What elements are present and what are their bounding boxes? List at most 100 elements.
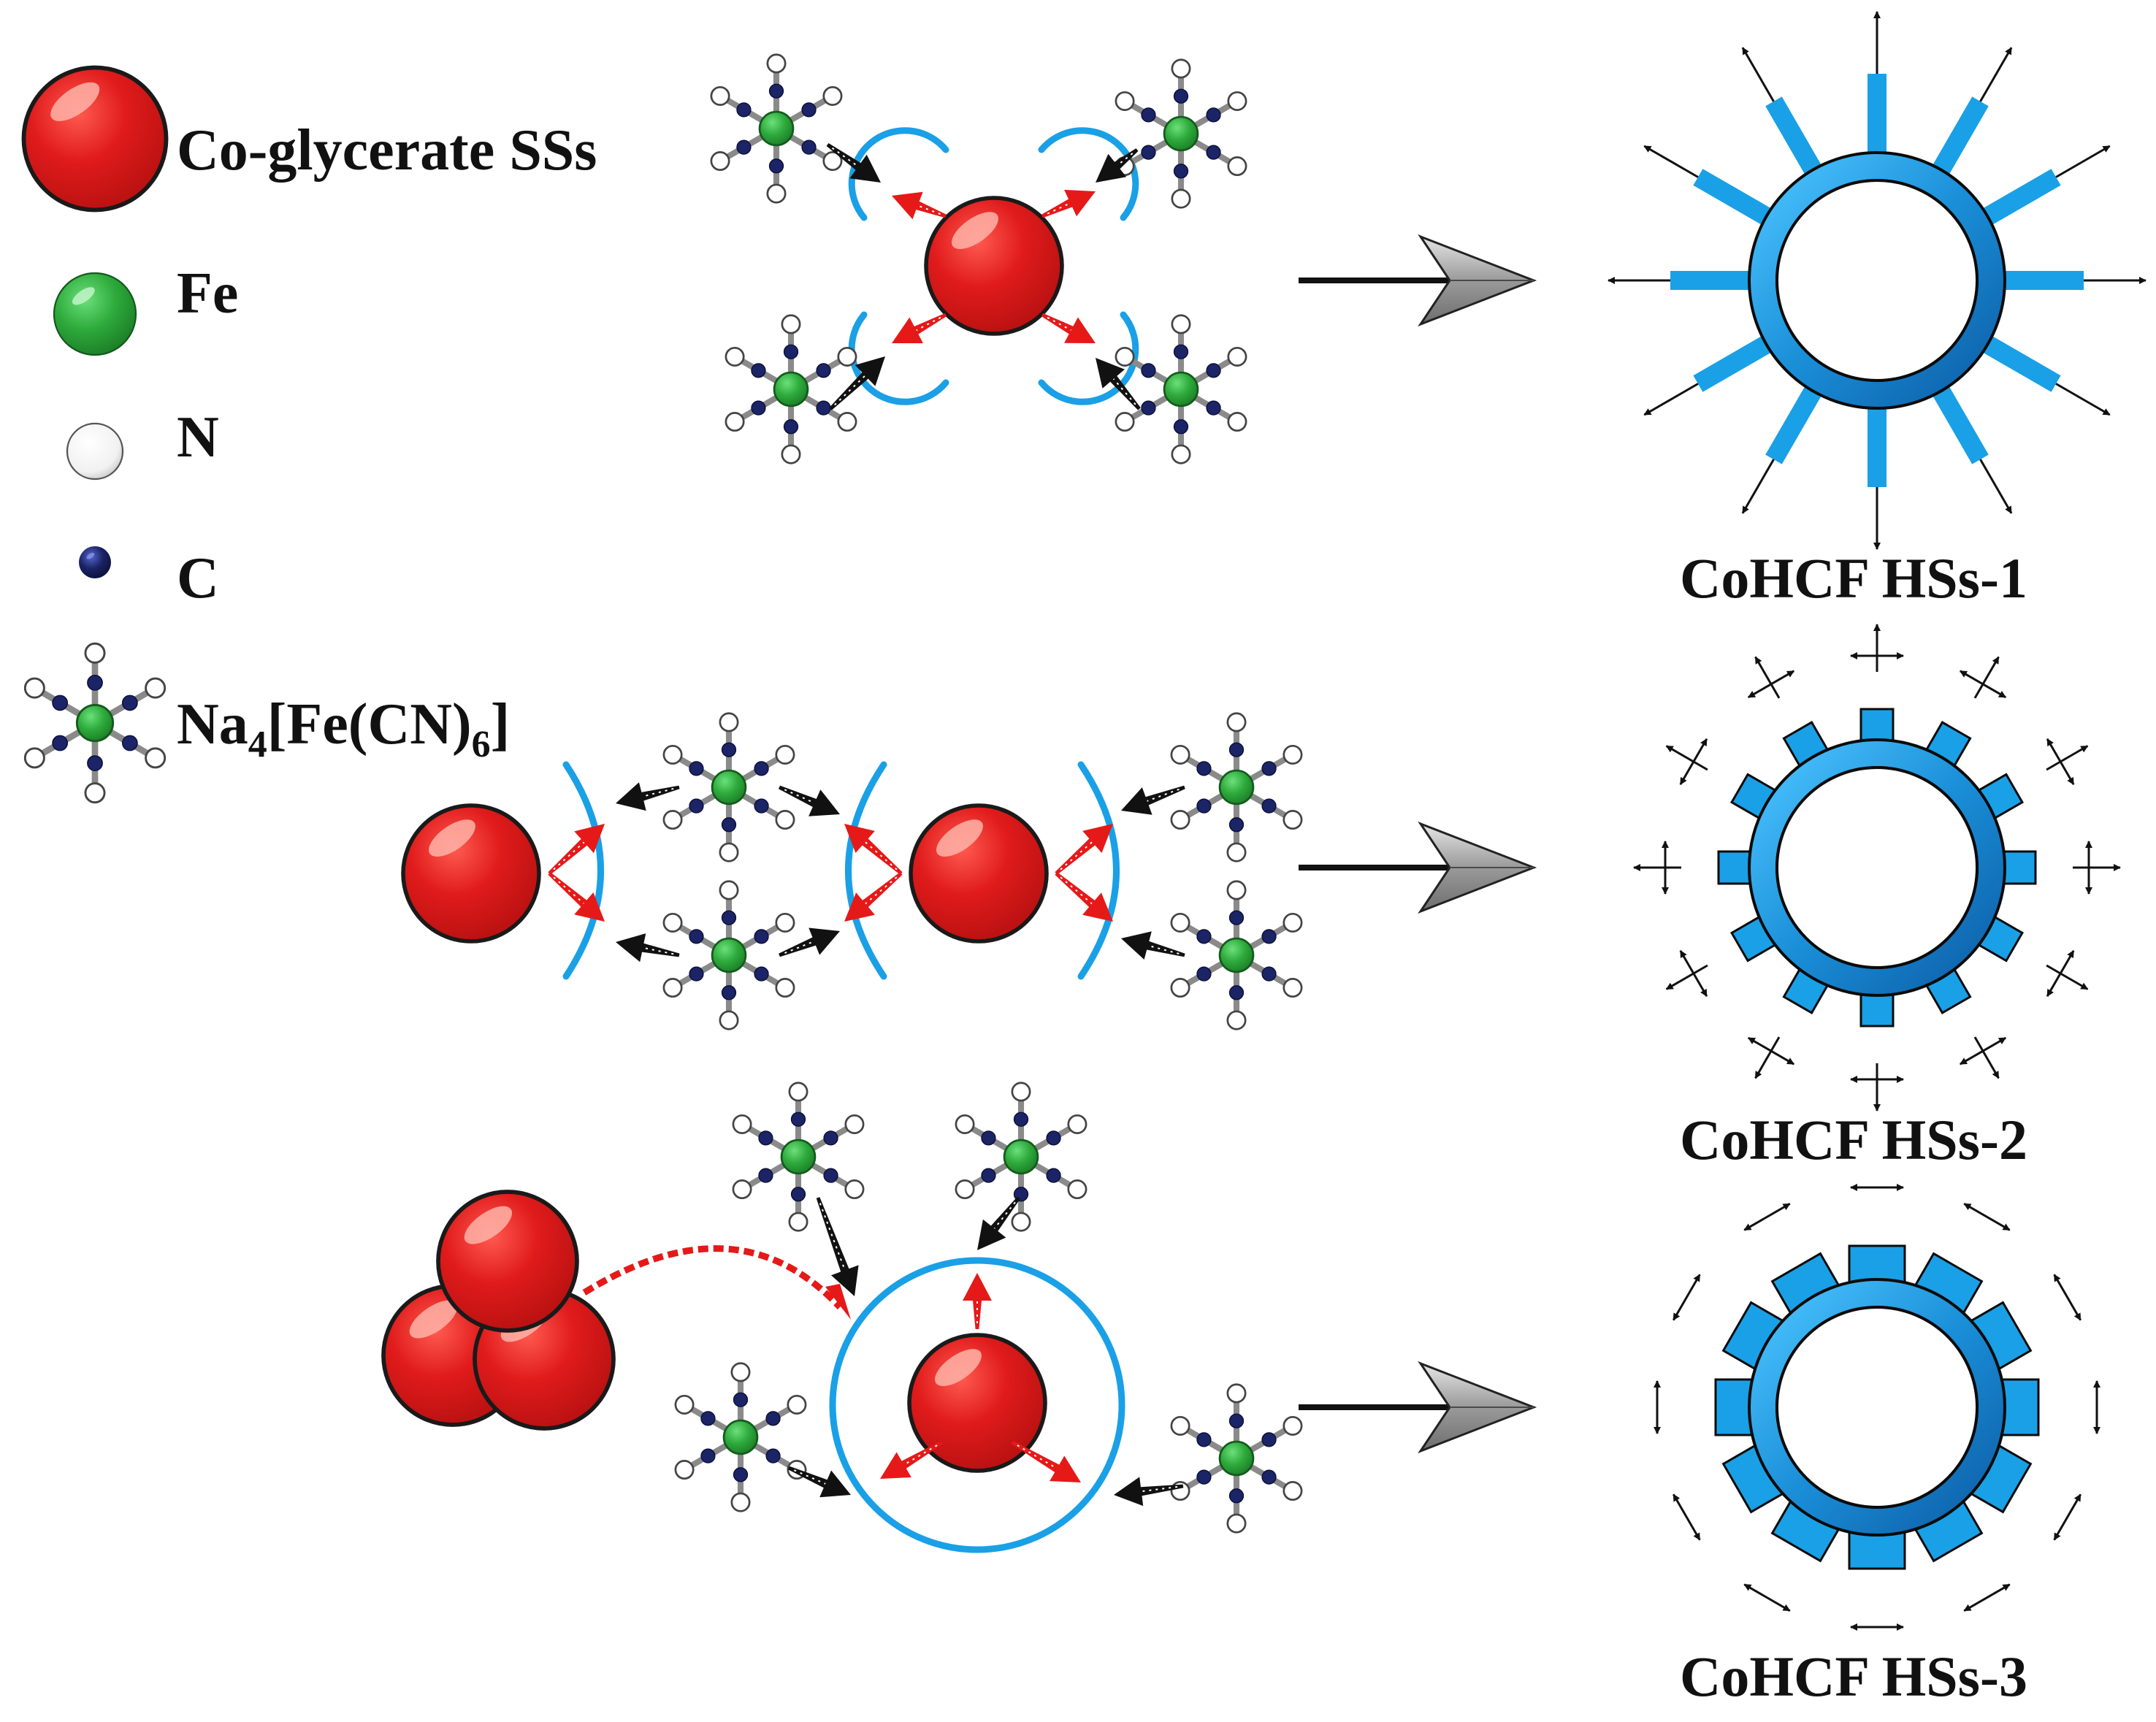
- black-arrow: [826, 143, 881, 183]
- growth-arrow: [1673, 1493, 1701, 1541]
- ferrocyanide-molecule: [726, 315, 856, 464]
- growth-arrow: [1959, 1049, 1984, 1065]
- growth-arrow: [2055, 383, 2111, 416]
- growth-arrow: [2046, 745, 2089, 771]
- black-arrow-streak: [819, 1203, 846, 1271]
- process-arrows: [1299, 234, 1537, 1454]
- nanosheet-block: [1714, 1378, 1755, 1436]
- growth-arrow: [2046, 973, 2062, 998]
- product-label-2: CoHCF HSs-2: [1680, 1108, 2027, 1171]
- legend-item-co-glycerate: Co-glycerate SSs: [23, 68, 597, 210]
- growth-arrow: [1982, 1036, 2007, 1052]
- growth-arrow: [1741, 459, 1775, 514]
- red-arrows-row-3: [880, 1273, 1081, 1482]
- growth-arrow: [1973, 1036, 2000, 1079]
- ferrocyanide-molecule: [1171, 881, 1301, 1030]
- ferrocyanide-molecule: [733, 1083, 863, 1231]
- growth-arrow: [1963, 1203, 2011, 1231]
- nanorod-spike: [1868, 404, 1886, 487]
- black-arrow-streak: [793, 1469, 826, 1485]
- red-transfer-arrow-head: [825, 1284, 851, 1320]
- red-arrow-streak: [1060, 841, 1093, 870]
- red-arrow-streak: [864, 841, 898, 870]
- ferrocyanide-molecule: [676, 1363, 806, 1512]
- black-arrow-streak: [834, 375, 866, 406]
- legend-item-ferrocyanide: Na4[Fe(CN)6]: [25, 643, 510, 803]
- growth-arrow: [1692, 738, 1708, 762]
- red-arrow-streak: [1060, 876, 1093, 905]
- growth-arrow: [1679, 761, 1695, 786]
- black-arrow-streak: [1147, 788, 1180, 802]
- black-arrows-row-1: [826, 143, 1141, 410]
- growth-arrow: [1982, 683, 2007, 699]
- legend-item-fe: Fe: [53, 261, 238, 356]
- black-arrow-streak: [831, 147, 859, 167]
- growth-arrow: [1679, 949, 1695, 974]
- nanorod-spike: [1930, 96, 1989, 179]
- black-arrow: [1114, 1477, 1184, 1507]
- growth-arrow: [1959, 670, 1984, 686]
- growth-arrow: [1741, 47, 1775, 102]
- black-arrow: [779, 927, 840, 957]
- nanorod-spike: [2000, 271, 2084, 290]
- black-arrow: [1121, 785, 1185, 815]
- legend-item-n: N: [66, 405, 219, 481]
- red-arrow: [963, 1273, 992, 1329]
- ferrocyanide-molecule: [664, 713, 794, 862]
- red-arrow-streak: [1047, 316, 1071, 331]
- growth-arrow: [2046, 964, 2089, 990]
- red-arrow: [844, 824, 903, 875]
- black-arrow-streak: [784, 789, 815, 804]
- red-arrow: [1041, 189, 1096, 218]
- process-arrow-icon: [1299, 821, 1537, 914]
- red-transfer-arrow: [582, 1245, 843, 1310]
- nanorod-spike: [1930, 382, 1989, 464]
- growth-arrow: [1743, 1583, 1791, 1612]
- black-arrows-row-3: [788, 1196, 1184, 1507]
- growth-arrow: [1747, 683, 1772, 699]
- red-arrow-streak: [553, 876, 584, 904]
- red-arrow-streak: [1017, 1444, 1058, 1469]
- co-glycerate-sphere-icon: [23, 68, 166, 210]
- growth-arrow: [1673, 1274, 1701, 1321]
- black-arrow: [616, 933, 680, 963]
- co-glycerate-sphere: [926, 198, 1062, 334]
- legend-label-c: C: [177, 546, 219, 611]
- red-arrow: [880, 1440, 944, 1479]
- black-arrow: [829, 356, 885, 410]
- nanorod-spike: [1670, 271, 1754, 290]
- legend-label-n: N: [177, 405, 219, 470]
- growth-arrow: [1743, 1203, 1791, 1231]
- growth-arrow: [1963, 1583, 2011, 1612]
- ferrocyanide-molecule: [1171, 1385, 1301, 1533]
- nanorod-spike: [1765, 96, 1824, 179]
- legend-label-ferrocyanide: Na4[Fe(CN)6]: [177, 692, 510, 765]
- c-atom-icon: [79, 546, 111, 578]
- red-arrow: [548, 872, 605, 922]
- red-arrow: [1055, 872, 1113, 922]
- black-arrow-streak: [993, 1201, 1016, 1229]
- red-arrow: [548, 824, 605, 875]
- ferrocyanide-molecule: [956, 1083, 1086, 1231]
- red-arrow: [1041, 313, 1096, 343]
- growth-arrow: [2059, 761, 2075, 786]
- legend-label-fe: Fe: [177, 261, 238, 326]
- process-arrow-icon: [1299, 1361, 1537, 1454]
- growth-arrow: [1754, 656, 1781, 699]
- red-arrow-streak: [1047, 202, 1071, 215]
- process-arrow-icon: [1299, 234, 1537, 327]
- black-arrow: [816, 1197, 859, 1296]
- shell-arcs-row-2: [562, 761, 1120, 980]
- nanorod-spike: [1693, 334, 1775, 392]
- n-atom-icon: [66, 422, 124, 481]
- red-arrow: [1055, 824, 1113, 875]
- growth-arrow: [2059, 949, 2075, 974]
- legend-item-c: C: [79, 546, 219, 611]
- nanorod-spike: [1765, 382, 1824, 464]
- red-arrow-streak: [916, 316, 941, 332]
- ferrocyanide-molecule-icon: [25, 643, 164, 803]
- legend: Co-glycerate SSs Fe N C Na4[Fe(CN)6]: [23, 68, 597, 803]
- shell-arcs-row-1: [848, 127, 1139, 405]
- nanorod-spike: [1868, 74, 1886, 157]
- growth-arrow: [1643, 383, 1699, 416]
